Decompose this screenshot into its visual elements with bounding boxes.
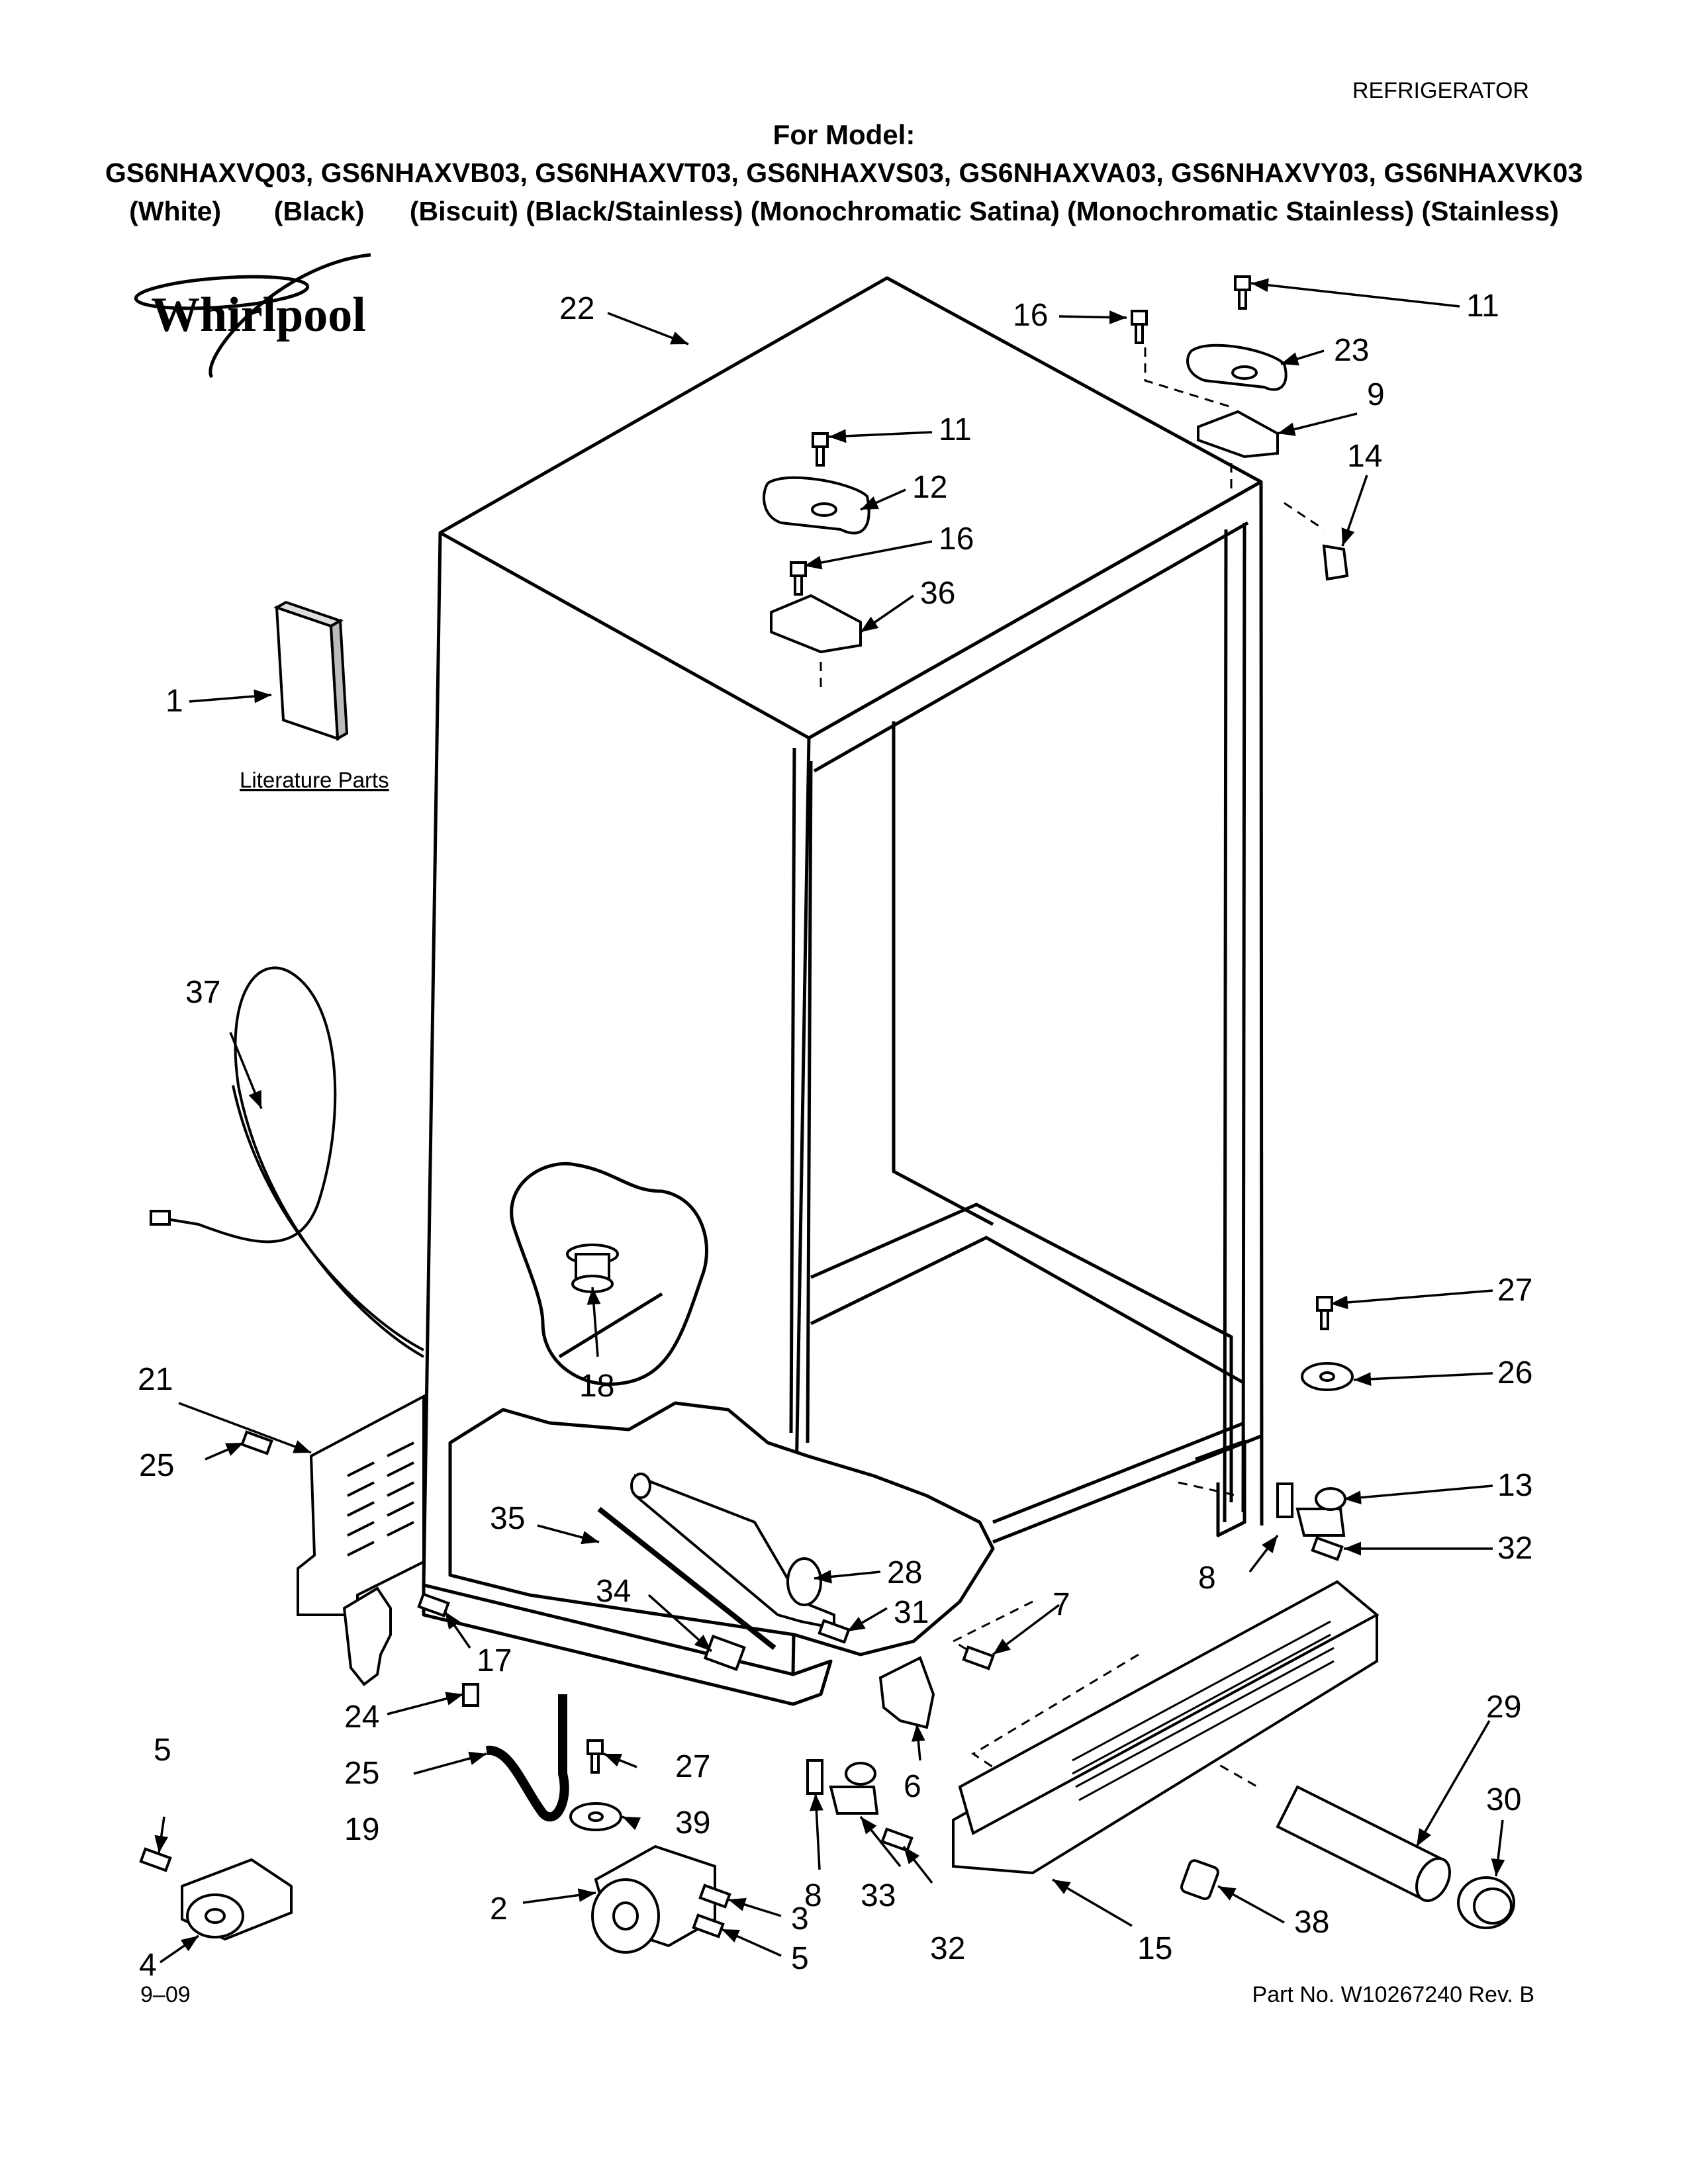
- callout-5-center: 5: [791, 1941, 809, 1976]
- callout-4: 4: [139, 1948, 157, 1983]
- access-cover: [297, 1394, 425, 1616]
- screws-top: [586, 275, 1333, 1774]
- callout-12: 12: [912, 470, 947, 505]
- callout-7: 7: [1053, 1587, 1070, 1622]
- filter-cap: [1457, 1876, 1515, 1929]
- water-line: [150, 966, 424, 1358]
- clip-6: [878, 1656, 935, 1729]
- drain-fitting: [566, 1244, 619, 1293]
- model-colors: (White) (Black) (Biscuit) (Black/Stainle…: [129, 196, 1559, 226]
- for-model-label: For Model:: [773, 119, 915, 150]
- revision-date: 9–09: [140, 1982, 191, 2007]
- brand-name: Whirlpool: [151, 288, 366, 342]
- knob-38: [1180, 1859, 1219, 1901]
- callout-23: 23: [1334, 333, 1369, 368]
- callout-16-top-right: 16: [1013, 298, 1048, 333]
- callout-25-bottom: 25: [344, 1756, 379, 1791]
- callout-32-right: 32: [1497, 1531, 1532, 1566]
- callout-27-right: 27: [1497, 1273, 1532, 1308]
- callout-18: 18: [579, 1369, 614, 1404]
- callout-34: 34: [596, 1574, 631, 1609]
- leveler-39: [569, 1802, 622, 1831]
- model-numbers: GS6NHAXVQ03, GS6NHAXVB03, GS6NHAXVT03, G…: [105, 158, 1583, 188]
- callout-8-right: 8: [1198, 1561, 1216, 1596]
- base-grille: [952, 1580, 1380, 1875]
- literature-booklet: [273, 600, 349, 741]
- callout-30: 30: [1486, 1782, 1521, 1817]
- callout-26: 26: [1497, 1355, 1532, 1390]
- callout-29: 29: [1486, 1690, 1521, 1725]
- callout-labels: 1 22 16 11 23 9 14 11 12 16 36 37 18 21 …: [138, 289, 1532, 1983]
- callout-1: 1: [165, 684, 183, 719]
- roller-4: [181, 1858, 293, 1941]
- hinge-plate-24: [342, 1586, 392, 1686]
- rod: [597, 1506, 776, 1651]
- callout-25-left: 25: [139, 1448, 174, 1483]
- whirlpool-logo: Whirlpool: [134, 253, 371, 379]
- callout-24: 24: [344, 1700, 379, 1735]
- bracket-13: [1276, 1482, 1346, 1537]
- callout-35: 35: [490, 1501, 525, 1536]
- callout-32-bottom: 32: [930, 1931, 965, 1966]
- callout-39: 39: [675, 1805, 710, 1841]
- callout-11-center: 11: [939, 412, 972, 447]
- leveler-26: [1301, 1362, 1354, 1391]
- water-filter: [1276, 1785, 1451, 1902]
- callout-15: 15: [1137, 1931, 1172, 1966]
- callout-5-left: 5: [154, 1733, 171, 1768]
- callout-28: 28: [887, 1555, 922, 1590]
- callout-13: 13: [1497, 1468, 1532, 1503]
- callout-16-center: 16: [939, 522, 974, 557]
- bracket-33: [806, 1759, 879, 1815]
- diagram-category: REFRIGERATOR: [1352, 78, 1529, 103]
- callout-8-bottom: 8: [804, 1878, 822, 1913]
- callout-3: 3: [791, 1901, 809, 1936]
- roller-2: [591, 1844, 716, 1954]
- callout-19: 19: [344, 1812, 379, 1847]
- callout-9: 9: [1367, 377, 1385, 412]
- callout-11-top-right: 11: [1466, 289, 1499, 324]
- callout-21: 21: [138, 1362, 173, 1397]
- callout-2: 2: [490, 1891, 508, 1927]
- part-number: Part No. W10267240 Rev. B: [1252, 1982, 1534, 2007]
- callout-37: 37: [185, 975, 220, 1010]
- literature-parts-label: Literature Parts: [240, 768, 389, 792]
- callout-14: 14: [1347, 439, 1382, 474]
- top-hinge-hardware: [763, 343, 1349, 654]
- water-tube-19: [486, 1694, 569, 1822]
- callout-leaders: [154, 278, 1505, 1964]
- callout-6: 6: [904, 1769, 921, 1804]
- callout-22: 22: [559, 291, 594, 326]
- callout-33: 33: [861, 1878, 896, 1913]
- callout-36: 36: [920, 576, 955, 611]
- callout-38: 38: [1294, 1905, 1329, 1940]
- callout-31: 31: [894, 1595, 929, 1630]
- small-screws: [139, 1430, 1344, 1938]
- callout-27-bottom: 27: [675, 1749, 710, 1784]
- callout-17: 17: [477, 1643, 512, 1678]
